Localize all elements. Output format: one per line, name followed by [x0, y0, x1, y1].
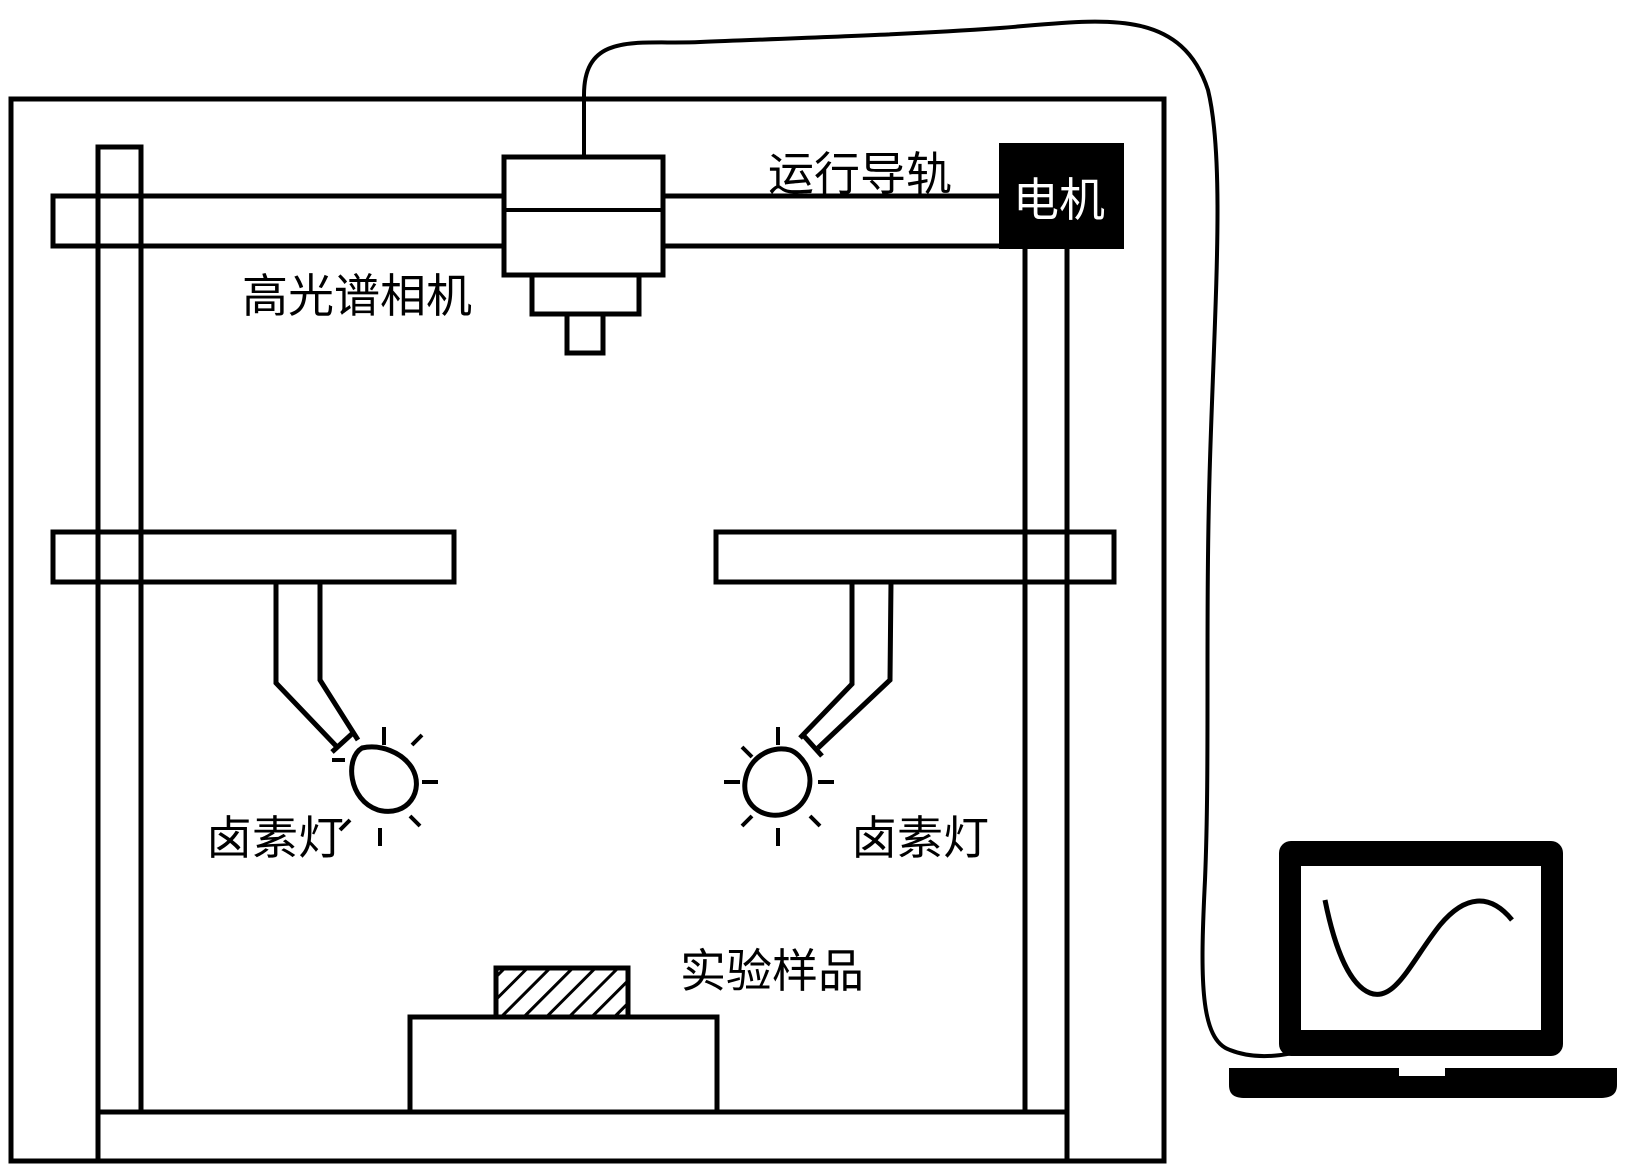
camera-lens-tip: [564, 311, 606, 356]
laptop-icon[interactable]: [1229, 841, 1617, 1098]
left-lamp-shelf: [50, 529, 457, 585]
rail-label: 运行导轨: [768, 147, 952, 201]
data-cable: [582, 19, 1331, 1059]
lamp-right-label: 卤素灯: [851, 811, 989, 865]
sample-label: 实验样品: [680, 944, 864, 998]
halogen-lamp-icon: [332, 727, 438, 846]
left-lamp-arm: [273, 582, 361, 750]
right-lamp-shelf: [713, 529, 1117, 585]
right-lamp-arm: [798, 581, 894, 750]
left-post: [95, 144, 144, 1115]
experimental-sample[interactable]: [493, 965, 631, 1020]
base-bar: [95, 1109, 1070, 1164]
camera-lens-upper: [529, 272, 642, 317]
sample-platform: [407, 1014, 720, 1115]
camera-body[interactable]: [501, 154, 666, 278]
motor-label: 电机: [1013, 173, 1105, 227]
halogen-lamp-icon: [724, 727, 834, 846]
right-post: [1022, 242, 1070, 1115]
motor-block-icon[interactable]: [999, 143, 1124, 249]
camera-label: 高光谱相机: [242, 269, 472, 323]
lamp-left-label: 卤素灯: [206, 811, 344, 865]
